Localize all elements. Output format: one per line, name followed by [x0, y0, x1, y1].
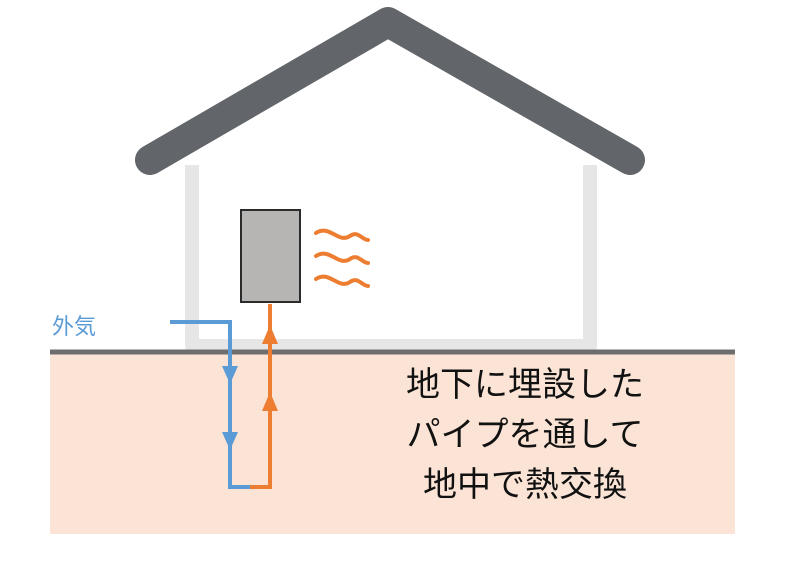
return-pipe: [250, 304, 272, 489]
intake-arrow-2: [222, 432, 238, 450]
intake-arrow-1: [222, 366, 238, 384]
intake-pipe: [170, 320, 252, 489]
caption-line-1: 地下に埋設した: [406, 365, 644, 405]
wave-3: [314, 274, 370, 288]
return-arrow-2: [262, 325, 278, 344]
house-roof: [135, 7, 645, 175]
wave-1: [314, 228, 370, 242]
caption-line-3: 地中で熱交換: [423, 465, 627, 505]
outside-air-label: 外気: [52, 315, 97, 340]
caption-line-2: パイプを通して: [406, 415, 644, 455]
explanation-caption: 地下に埋設した パイプを通して 地中で熱交換: [360, 360, 690, 510]
wave-2: [314, 251, 370, 265]
heat-exchanger-unit: [240, 209, 301, 303]
warm-air-waves: [314, 228, 370, 288]
house-walls: [185, 165, 597, 353]
return-arrow-1: [262, 392, 278, 411]
underground-area: [50, 352, 735, 534]
